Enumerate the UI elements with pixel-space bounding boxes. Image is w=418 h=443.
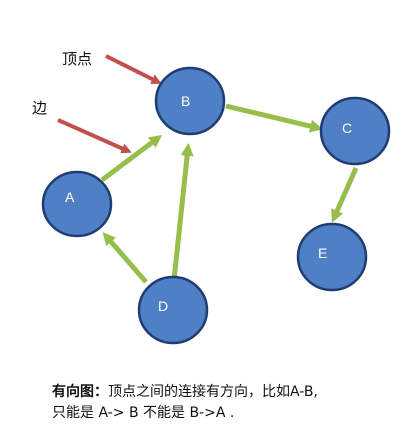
- node-a: A: [41, 170, 113, 238]
- vertex-callout-arrow: [105, 54, 162, 84]
- caption-line-1: 有向图：顶点之间的连接有方向，比如A-B,: [52, 382, 402, 403]
- edge-d-to-a: [102, 232, 148, 284]
- directed-graph-diagram: B A C E D 顶点 边: [32, 50, 391, 345]
- node-c: C: [319, 96, 391, 166]
- node-e-label: E: [318, 245, 327, 261]
- node-b-label: B: [181, 93, 190, 109]
- node-d: D: [137, 275, 209, 345]
- edge-c-to-e: [331, 166, 359, 223]
- node-a-label: A: [65, 189, 75, 205]
- edge-d-to-b: [171, 142, 194, 281]
- caption-line-2: 只能是 A-> B 不能是 B->A .: [52, 405, 235, 421]
- node-d-label: D: [158, 298, 168, 314]
- edge-a-to-b: [100, 134, 163, 182]
- vertex-callout-label: 顶点: [62, 50, 92, 68]
- node-b: B: [154, 66, 226, 136]
- edge-b-to-c: [225, 103, 324, 133]
- edge-callout-label: 边: [32, 99, 47, 117]
- edge-callout-arrow: [57, 118, 132, 154]
- node-c-label: C: [342, 120, 352, 136]
- caption-text-1: 顶点之间的连接有方向，比如A-B,: [108, 384, 318, 400]
- caption-title: 有向图：: [52, 384, 108, 400]
- caption: 有向图：顶点之间的连接有方向，比如A-B, 只能是 A-> B 不能是 B->A…: [52, 382, 402, 424]
- node-e: E: [296, 222, 368, 292]
